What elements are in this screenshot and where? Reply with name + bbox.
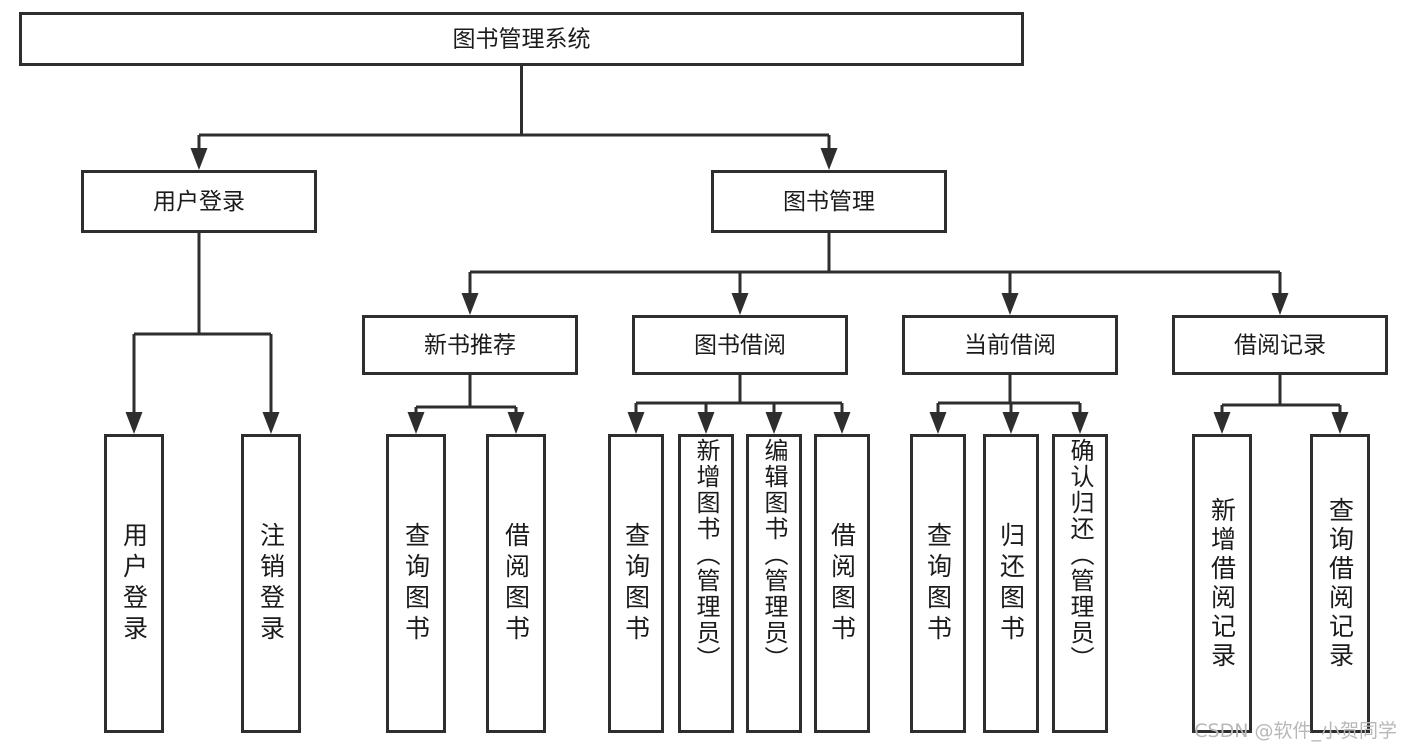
node-leaf-borrow-borrow-book[interactable] [814,434,870,733]
node-new-book-recommend[interactable]: 新书推荐 [362,315,578,375]
node-box[interactable] [241,434,301,733]
node-box[interactable] [1172,315,1388,375]
node-leaf-rec-query-book[interactable] [386,434,446,733]
node-root[interactable]: 图书管理系统 [19,12,1024,66]
edge-layer [125,66,1349,434]
node-leaf-cur-confirm-return[interactable] [1052,434,1108,733]
node-label: 图书借阅 [694,333,786,359]
node-box[interactable] [608,434,664,733]
node-box[interactable] [632,315,848,375]
node-leaf-borrow-add-book[interactable] [678,434,734,733]
arrowhead-icon [627,412,645,434]
arrowhead-icon [190,148,208,170]
arrowhead-icon [262,412,280,434]
node-book-borrow[interactable]: 图书借阅 [632,315,848,375]
node-leaf-rec-query-record[interactable] [1310,434,1370,733]
node-borrow-record[interactable]: 借阅记录 [1172,315,1388,375]
node-leaf-cur-return-book[interactable] [983,434,1039,733]
arrowhead-icon [1002,412,1020,434]
arrowhead-icon [697,412,715,434]
edge-group-borrow-record [1213,375,1349,434]
node-leaf-user-login[interactable] [104,434,164,733]
node-leaf-user-logout[interactable] [241,434,301,733]
arrowhead-icon [929,412,947,434]
edge-group-book-manage [461,233,1289,315]
node-leaf-rec-borrow-book[interactable] [486,434,546,733]
node-label: 图书管理系统 [453,27,591,53]
node-label: 图书管理 [783,189,875,215]
arrowhead-icon [1271,293,1289,315]
arrowhead-icon [1071,412,1089,434]
node-label: 当前借阅 [964,333,1056,359]
node-leaf-rec-add-record[interactable] [1192,434,1252,733]
node-box[interactable] [81,170,317,233]
arrowhead-icon [731,293,749,315]
node-box[interactable] [486,434,546,733]
node-leaf-borrow-query-book[interactable] [608,434,664,733]
node-box[interactable] [902,315,1118,375]
arrowhead-icon [1001,293,1019,315]
node-box[interactable] [983,434,1039,733]
node-label: 借阅记录 [1234,333,1326,359]
edge-group-user-login [125,233,280,434]
node-user-login[interactable]: 用户登录 [81,170,317,233]
arrowhead-icon [765,412,783,434]
node-box[interactable] [678,434,734,733]
node-box[interactable] [746,434,802,733]
edge-group-root [190,66,838,170]
node-box[interactable] [19,12,1024,66]
node-box[interactable] [104,434,164,733]
node-box[interactable] [1192,434,1252,733]
node-box[interactable] [910,434,966,733]
edge-group-book-borrow [627,375,851,434]
arrowhead-icon [1213,412,1231,434]
arrowhead-icon [820,148,838,170]
node-leaf-borrow-edit-book[interactable] [746,434,802,733]
edge-group-new-book-recommend [407,375,525,434]
node-box[interactable] [386,434,446,733]
arrowhead-icon [1331,412,1349,434]
node-label: 新书推荐 [424,333,516,359]
node-box[interactable] [814,434,870,733]
node-label: 用户登录 [153,189,245,215]
node-current-borrow[interactable]: 当前借阅 [902,315,1118,375]
node-leaf-cur-query-book[interactable] [910,434,966,733]
arrowhead-icon [461,293,479,315]
node-box[interactable] [1052,434,1108,733]
node-box[interactable] [711,170,947,233]
node-box[interactable] [362,315,578,375]
arrowhead-icon [833,412,851,434]
node-book-manage[interactable]: 图书管理 [711,170,947,233]
arrowhead-icon [507,412,525,434]
node-box[interactable] [1310,434,1370,733]
arrowhead-icon [407,412,425,434]
edge-group-current-borrow [929,375,1089,434]
arrowhead-icon [125,412,143,434]
